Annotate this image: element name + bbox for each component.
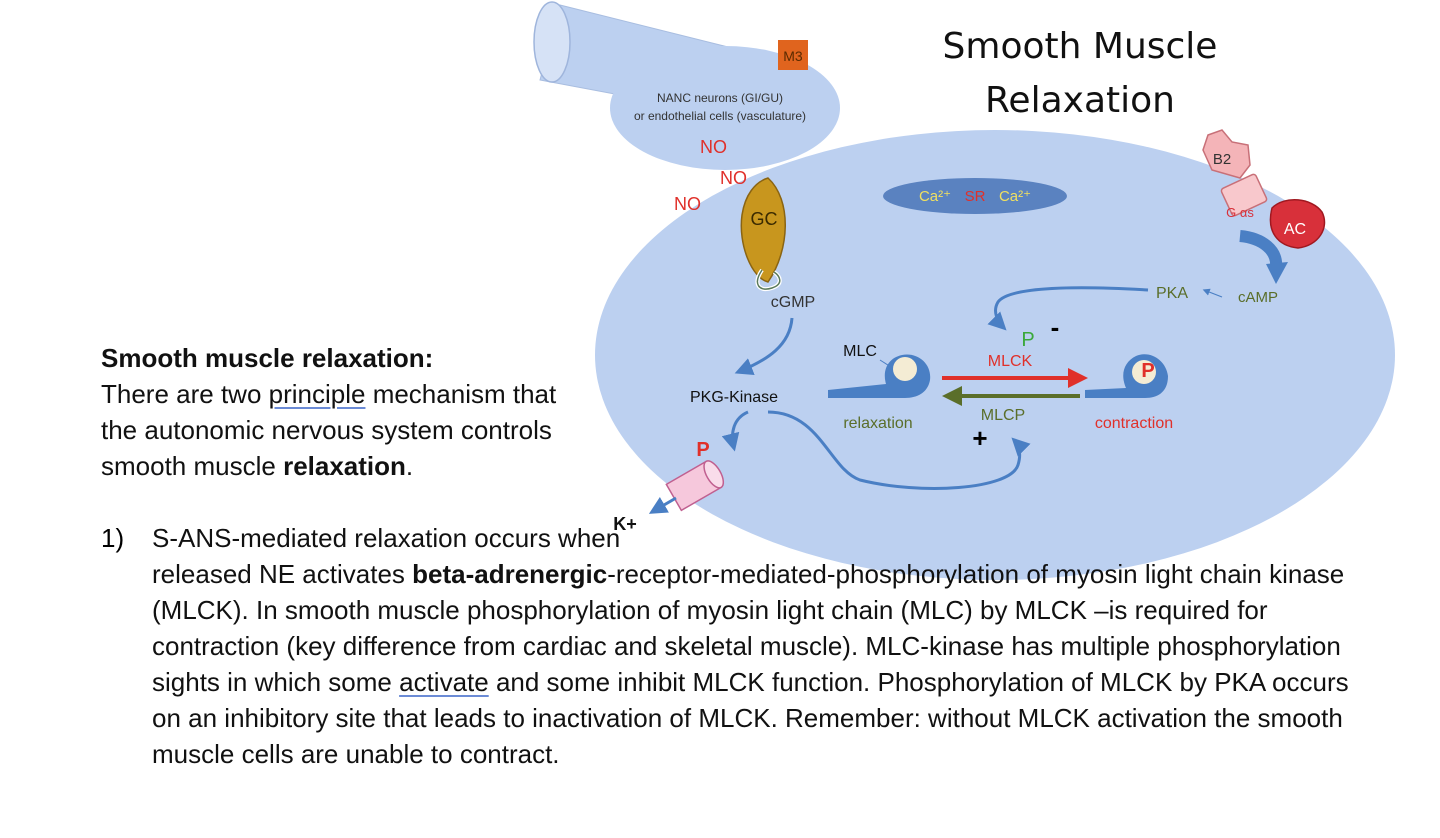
smooth-muscle-cell — [595, 130, 1395, 580]
camp-label: cAMP — [1238, 289, 1278, 306]
no-label-3: NO — [674, 194, 701, 214]
phosphorylated-light-chain — [1132, 360, 1156, 384]
section-heading: Smooth muscle relaxation: — [101, 343, 434, 373]
b2-label: B2 — [1213, 151, 1231, 168]
list-item-text: S-ANS-mediated relaxation occurs when re… — [152, 523, 1349, 769]
neuron-axon-end — [533, 1, 571, 83]
sarcoplasmic-reticulum — [883, 178, 1067, 214]
diagram-title: Smooth Muscle Relaxation — [900, 20, 1260, 128]
potassium-channel — [665, 460, 725, 512]
gc-label: GC — [751, 209, 778, 229]
sr-label: SR — [965, 188, 986, 205]
mlc-label: MLC — [843, 343, 877, 360]
contraction-phosphate-p: P — [1141, 360, 1154, 382]
activating-plus: + — [972, 423, 987, 453]
camp-to-pka-arrow — [1202, 288, 1223, 298]
m3-receptor — [778, 40, 808, 70]
neuron-terminal — [610, 46, 840, 170]
g-alpha-s — [1220, 173, 1268, 217]
m3-label: M3 — [783, 48, 803, 64]
beta2-receptor — [1202, 129, 1251, 179]
neuron-label-1: NANC neurons (GI/GU) — [657, 91, 783, 105]
g-alpha-label: G αs — [1226, 205, 1254, 220]
spelling-flag: principle — [268, 379, 366, 409]
mlck-label: MLCK — [988, 353, 1033, 370]
inhibitory-minus: - — [1051, 312, 1060, 342]
relaxation-label: relaxation — [843, 415, 912, 432]
adenylyl-cyclase — [1269, 199, 1326, 249]
list-number: 1) — [101, 523, 125, 553]
pkg-kinase-label: PKG-Kinase — [690, 389, 778, 406]
grammar-flag: activate — [399, 667, 489, 697]
pka-label: PKA — [1156, 285, 1188, 302]
cgmp-label: cGMP — [771, 294, 815, 311]
potassium-label: K+ — [613, 514, 637, 534]
pka-to-mlck-arrow — [987, 286, 1149, 331]
no-label-2: NO — [720, 168, 747, 188]
no-label-1: NO — [700, 137, 727, 157]
mlcp-label: MLCP — [981, 407, 1025, 424]
sr-calcium-left: Ca²⁺ — [919, 188, 951, 205]
cgmp-to-pkg-arrow — [734, 317, 794, 376]
potassium-efflux-arrow — [648, 496, 677, 514]
title-line-2: Relaxation — [985, 80, 1175, 121]
contraction-label: contraction — [1095, 415, 1173, 432]
intro-paragraph: There are two principle mechanism that t… — [101, 379, 557, 481]
channel-phosphate-p: P — [696, 439, 709, 461]
ac-label: AC — [1284, 221, 1306, 238]
title-line-1: Smooth Muscle — [942, 26, 1218, 67]
mlck-phosphate-p: P — [1021, 329, 1034, 351]
pkg-to-mlcp-arrow — [767, 410, 1031, 490]
neuron-label-2: or endothelial cells (vasculature) — [634, 109, 806, 123]
sr-calcium-right: Ca²⁺ — [999, 188, 1031, 205]
pkg-to-channel-arrow — [721, 410, 749, 452]
guanylyl-cyclase — [740, 177, 786, 283]
myosin-light-chain — [893, 357, 917, 381]
